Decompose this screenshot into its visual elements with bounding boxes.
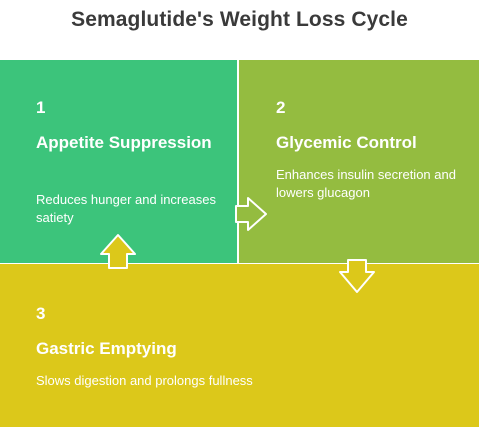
diagram-title: Semaglutide's Weight Loss Cycle (71, 8, 408, 31)
step-description: Enhances insulin secretion and lowers gl… (276, 167, 456, 200)
step-number: 3 (36, 304, 46, 323)
step-description: Reduces hunger and increases satiety (36, 192, 216, 225)
step-heading: Appetite Suppression (36, 133, 212, 152)
step-heading: Gastric Emptying (36, 339, 177, 358)
step-heading: Glycemic Control (276, 133, 417, 152)
step-number: 2 (276, 98, 286, 117)
step-panel-3: 3 Gastric Emptying Slows digestion and p… (0, 264, 479, 427)
step-panel-2: 2 Glycemic Control Enhances insulin secr… (239, 60, 479, 263)
step-number: 1 (36, 98, 46, 117)
step-description: Slows digestion and prolongs fullness (36, 373, 253, 388)
arrow-down-icon (339, 259, 375, 293)
step-panel-1: 1 Appetite Suppression Reduces hunger an… (0, 60, 237, 263)
arrow-right-icon (235, 197, 267, 231)
arrow-up-icon (100, 234, 136, 269)
